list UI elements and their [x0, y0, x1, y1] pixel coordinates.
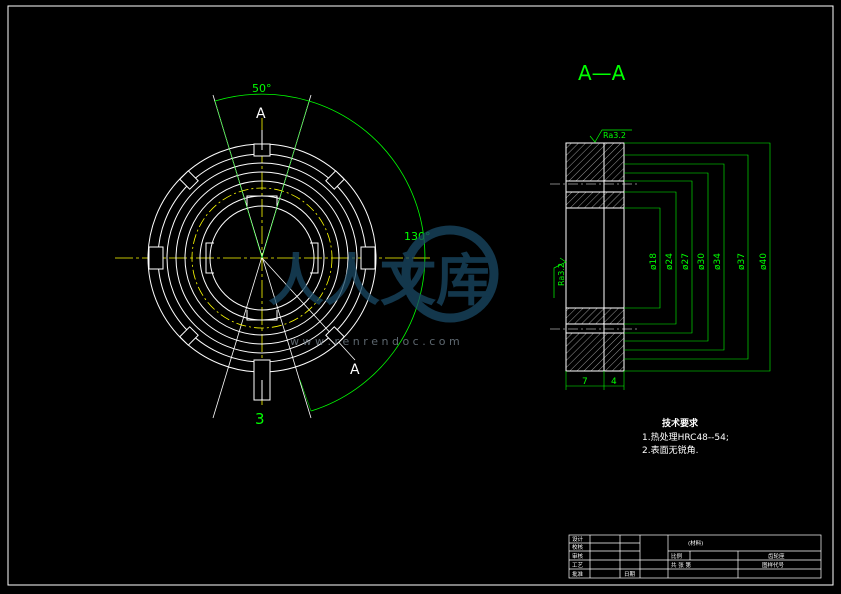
circle-3: [166, 162, 358, 354]
watermark-url: w w w . r e n r e n d o c . c o m: [290, 335, 460, 348]
inner-key-left: [205, 242, 214, 274]
hatch-bottom: [565, 332, 625, 372]
tech-req-item-1: 1.热处理HRC48--54;: [642, 431, 729, 443]
dim-d37: [624, 154, 749, 360]
tb-part-name: 齿轮座: [768, 552, 785, 560]
roughness-label-side: Ra3.2: [557, 263, 566, 286]
tb-part-code: 图样代号: [762, 561, 785, 569]
watermark: 人人文库 w w w . r e n r e n d o c . c o m: [268, 225, 499, 348]
notch-left: [148, 246, 164, 270]
section-line-a: [261, 257, 356, 361]
section-title: A—A: [578, 61, 626, 85]
tb-date: 日期: [624, 571, 636, 578]
dim-label-d27: ø27: [681, 253, 691, 270]
notch-tl: [179, 170, 199, 190]
roughness-symbol-top: [589, 129, 632, 143]
dim-d34: [624, 163, 725, 351]
inner-key-right: [310, 242, 319, 274]
tb-scale: 比例: [671, 552, 683, 560]
notch-right: [360, 246, 376, 270]
angle-label-50: 50°: [252, 82, 272, 95]
circle-5: [184, 180, 340, 336]
section-view: [550, 129, 771, 390]
angle-arc-130: [308, 100, 426, 412]
tb-review: 审核: [572, 552, 584, 560]
dim-d40: [624, 142, 771, 372]
dim-d24: [624, 191, 677, 325]
tech-req-item-2: 2.表面无锐角.: [642, 444, 698, 456]
front-view: [115, 93, 432, 419]
dim-label-d18: ø18: [649, 253, 659, 270]
angle-ext-right: [261, 100, 310, 259]
notch-br: [325, 326, 345, 346]
width-label-right: 4: [611, 377, 617, 387]
hatch-bottom-inner: [565, 307, 625, 325]
diameter-labels: ø18 ø24 ø27 ø30 ø34 ø37 ø40: [649, 253, 769, 270]
tb-sheet: 共 张 第: [671, 561, 691, 569]
tb-design: 设计: [572, 535, 584, 543]
angle-arc-50: [214, 93, 310, 102]
inner-key-top: [246, 195, 278, 206]
dim-d18: [624, 207, 661, 309]
tb-draw: 校核: [572, 543, 584, 551]
angle-ext-left: [214, 100, 263, 259]
width-label-left: 7: [582, 377, 588, 387]
dim-d30: [624, 172, 709, 342]
hatch-top: [565, 142, 625, 182]
inner-bore: [209, 205, 315, 311]
section-mark-top: A: [256, 106, 266, 122]
watermark-brand: 人人文库: [268, 249, 492, 314]
section-mark-bottom: A: [350, 362, 360, 378]
tech-req-heading: 技术要求: [662, 417, 699, 429]
watermark-logo-ring: [401, 225, 499, 323]
dim-d27: [624, 180, 693, 334]
dim-label-d40: ø40: [759, 253, 769, 270]
title-block: [568, 534, 822, 579]
view-number: 3: [255, 410, 265, 428]
inner-key-bottom: [246, 310, 278, 321]
dim-label-d30: ø30: [697, 253, 707, 270]
notch-bl: [179, 326, 199, 346]
dim-label-d24: ø24: [665, 253, 675, 270]
title-block-text: 设计 校核 审核 工艺 批准 日期 (材料) 比例 共 张 第 齿轮座 图样代号: [572, 535, 785, 578]
drawing-border: [7, 5, 834, 586]
dim-label-d37: ø37: [737, 253, 747, 270]
tb-approve: 批准: [572, 570, 584, 578]
notch-tr: [325, 170, 345, 190]
dashed-circle: [191, 187, 333, 329]
roughness-symbol-side: [553, 257, 567, 298]
hatch-top-inner: [565, 191, 625, 209]
tb-material: (材料): [688, 539, 703, 547]
dim-label-d34: ø34: [713, 253, 723, 270]
angle-ext-bottom: [299, 379, 312, 412]
roughness-label-top: Ra3.2: [603, 131, 626, 140]
circle-4: [175, 171, 349, 345]
tb-process: 工艺: [572, 562, 584, 569]
